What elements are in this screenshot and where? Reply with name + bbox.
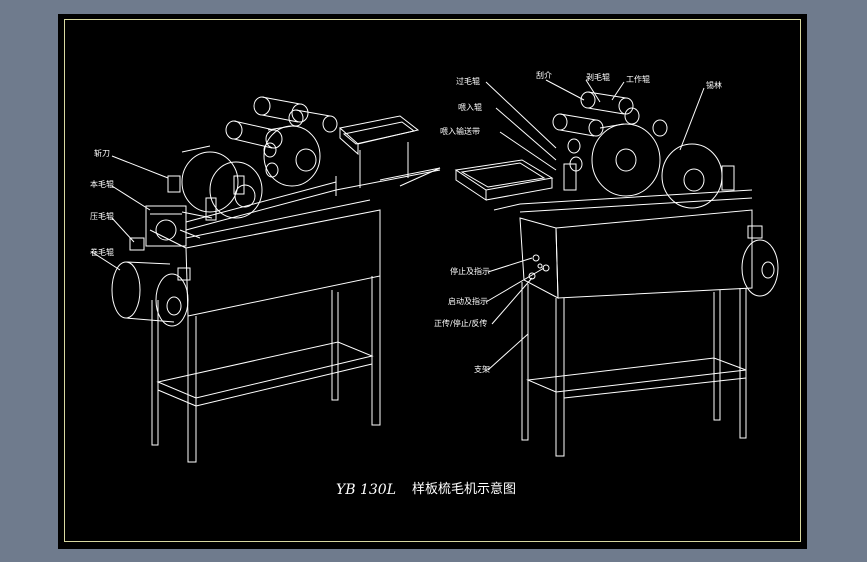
label-feed-conveyor: 喂入输送带: [440, 126, 480, 136]
left-machine: [111, 96, 441, 463]
label-licker-in: 刮介: [536, 70, 552, 80]
left-labels: 斩刀 本毛辊 压毛辊 卷毛辊: [90, 148, 114, 257]
label-feed-roll: 过毛辊: [456, 76, 480, 86]
label-feed-rollers: 喂入辊: [458, 102, 482, 112]
right-labels: 过毛辊 刮介 剥毛辊 工作辊 锡林 喂入辊 喂入输送带 停止及指示 启动及指示 …: [434, 70, 722, 374]
title-name: 样板梳毛机示意图: [412, 481, 516, 497]
label-stop-indicator: 停止及指示: [450, 266, 490, 276]
label-stripper: 剥毛辊: [586, 72, 610, 82]
label-start-indicator: 启动及指示: [448, 296, 488, 306]
label-doffer-roll: 本毛辊: [90, 179, 114, 189]
title-model: YB 130L: [336, 482, 396, 498]
label-roll-roll: 卷毛辊: [90, 247, 114, 257]
label-stand: 支架: [474, 364, 490, 374]
drawing-title: YB 130L 样板梳毛机示意图: [336, 481, 516, 498]
leader-lines: [91, 79, 705, 371]
label-press-roll: 压毛辊: [90, 211, 114, 221]
drawing-frame: [64, 19, 801, 542]
right-machine: [454, 91, 779, 457]
label-worker: 工作辊: [626, 74, 650, 84]
label-cylinder: 锡林: [706, 80, 722, 90]
label-fwd-stop-rev: 正传/停止/反传: [434, 318, 487, 328]
label-cutter: 斩刀: [94, 148, 110, 158]
